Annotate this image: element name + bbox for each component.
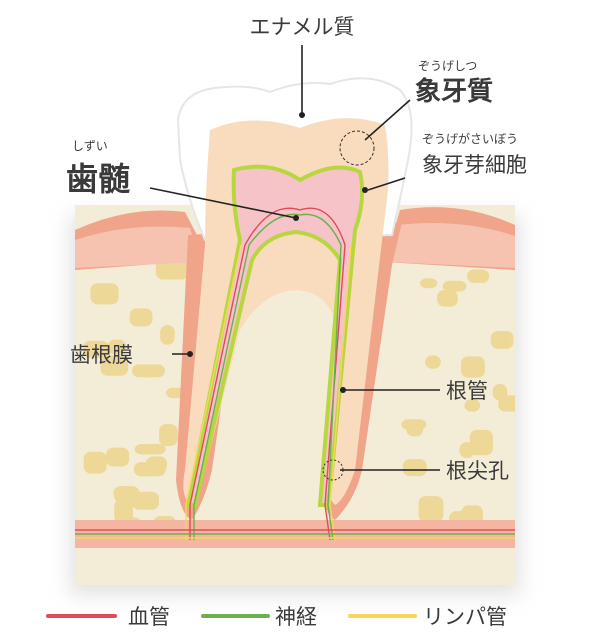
label-dentin: 象牙質: [415, 76, 493, 107]
label-odontoblast: 象牙芽細胞: [422, 153, 527, 177]
bone-spot: [490, 330, 514, 349]
bone-spot: [107, 339, 127, 355]
label-pulp: 歯髄: [66, 160, 130, 198]
bone-spot: [418, 496, 444, 522]
label-apical-foramen: 根尖孔: [446, 459, 509, 483]
bone-spot: [460, 356, 485, 378]
legend: 血管 神経 リンパ管: [46, 605, 507, 629]
bone-spot: [492, 384, 508, 401]
legend-label-blood-vessel: 血管: [128, 605, 170, 629]
label-periodontal-ligament: 歯根膜: [70, 343, 133, 367]
label-enamel: エナメル質: [250, 15, 355, 39]
bone-spot: [113, 486, 129, 498]
bone-spot: [131, 491, 159, 510]
label-root-canal: 根管: [446, 379, 488, 403]
legend-label-lymph-vessel: リンパ管: [423, 605, 507, 629]
pulp: [185, 164, 365, 507]
bone-spot: [401, 419, 427, 430]
bone-spot: [100, 355, 129, 376]
bone-spot: [464, 399, 481, 412]
vessels: [75, 207, 515, 541]
bone-spot: [419, 278, 438, 289]
bone-spot: [134, 443, 166, 455]
bone-spot: [469, 429, 493, 456]
bone-spot: [131, 364, 166, 378]
dentin-detail-circle: [339, 130, 375, 166]
bone-spot: [402, 459, 427, 477]
bone-spot: [467, 269, 490, 283]
bone-spot: [133, 462, 166, 477]
ruby-pulp: しずい: [72, 139, 108, 153]
legend-label-nerve: 神経: [275, 605, 317, 629]
bone-spot: [83, 340, 109, 358]
bone-spot: [436, 289, 458, 307]
bone-spot: [442, 280, 467, 292]
bone-spot: [459, 442, 475, 459]
bone-spot: [425, 355, 441, 369]
ruby-dentin: ぞうげしつ: [418, 59, 477, 73]
bone-spot: [106, 447, 130, 467]
bone-spot: [159, 424, 178, 446]
ruby-odontoblast: ぞうげがさいぼう: [422, 131, 518, 146]
bone-spot: [90, 283, 119, 305]
bone-spot: [160, 325, 175, 345]
bone-spot: [83, 451, 107, 474]
bone-spot: [129, 308, 153, 327]
